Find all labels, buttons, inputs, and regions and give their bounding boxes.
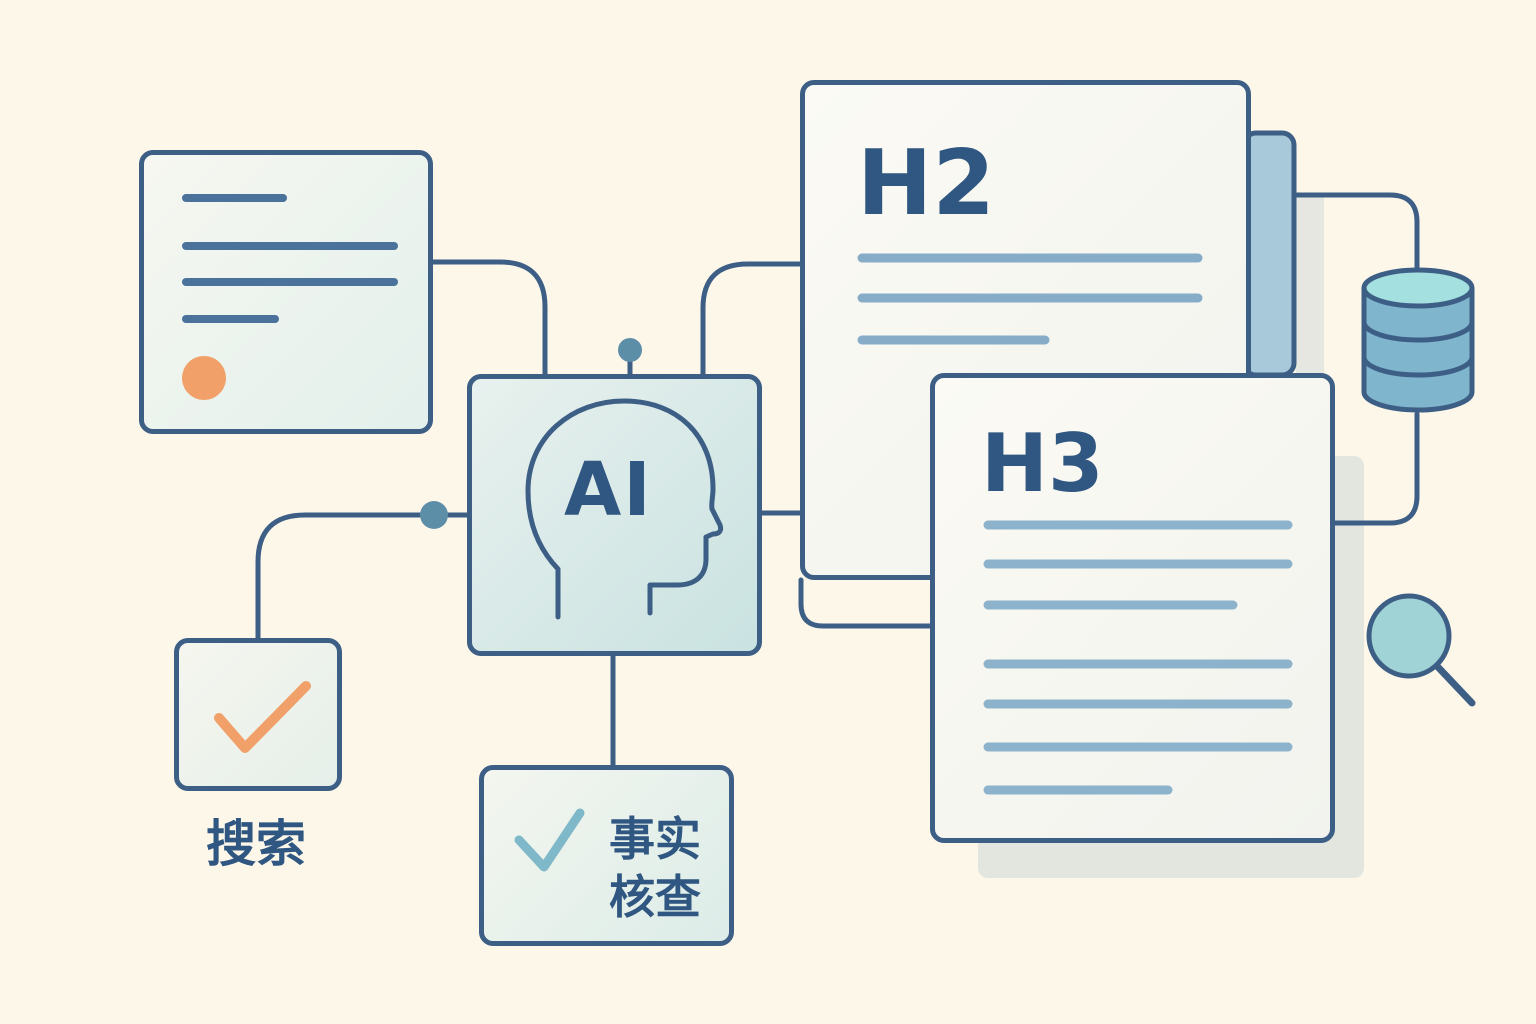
connector-h2back-to-db: [1291, 192, 1420, 275]
source-document-lines: [182, 194, 398, 400]
h2-shadow-page: [1296, 195, 1324, 375]
connector-dot-top: [618, 338, 642, 362]
h3-document-card: H3: [930, 373, 1335, 843]
factcheck-label-line1: 事实: [609, 812, 701, 866]
h3-heading: H3: [981, 417, 1104, 510]
factcheck-label-line2: 核查: [609, 870, 701, 924]
ai-label: AI: [564, 447, 653, 533]
connector-ai-to-h2: [700, 261, 803, 377]
magnifier-icon: [1366, 593, 1476, 707]
search-node[interactable]: [174, 638, 342, 791]
database-icon: [1361, 267, 1475, 413]
source-document-card: [139, 150, 433, 434]
checkmark-icon: [214, 681, 311, 753]
connector-source-to-ai: [429, 259, 548, 380]
checkmark-icon: [514, 808, 585, 872]
h3-document-lines: [983, 520, 1293, 795]
ai-node[interactable]: AI: [467, 374, 762, 656]
connector-dot-left: [420, 501, 448, 529]
factcheck-node[interactable]: 事实 核查: [479, 765, 734, 946]
h2-document-lines: [857, 253, 1203, 345]
h2-heading: H2: [857, 131, 995, 236]
connector-ai-to-search: [255, 512, 470, 641]
h2-back-page: [1241, 130, 1297, 378]
head-profile-icon: [525, 398, 724, 620]
search-label: 搜索: [206, 815, 306, 873]
connector-h2-to-h3-lower: [798, 577, 935, 629]
orange-dot-icon: [182, 356, 226, 400]
connector-db-to-h3: [1330, 411, 1420, 526]
